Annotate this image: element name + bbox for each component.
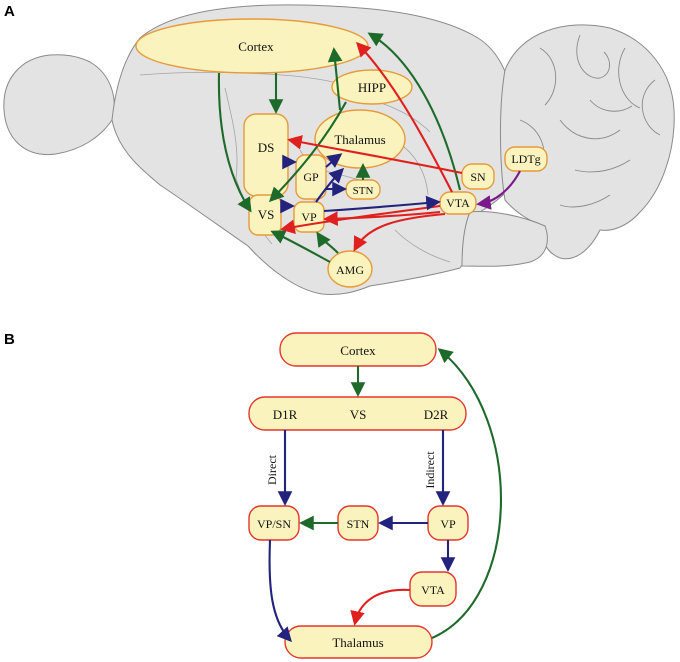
node-a-stn: STN: [345, 179, 381, 200]
arrow-a-hipp-vs: [268, 101, 347, 203]
node-a-stn-label: STN: [353, 185, 374, 197]
brainstem: [461, 211, 548, 267]
node-a-ldtg: LDTg: [504, 146, 548, 172]
node-a-thalamus-label: Thalamus: [334, 132, 385, 147]
edge-label-indirect: Indirect: [423, 451, 437, 489]
panel-b-letter: B: [4, 331, 15, 348]
arrow-a-vp-thalamus: [315, 167, 345, 203]
arrow-a-amg-vs: [270, 230, 331, 263]
node-a-vs: VS: [248, 194, 282, 236]
node-a-vp-label: VP: [301, 210, 317, 224]
node-a-amg-label: AMG: [336, 263, 364, 277]
arrow-a-vta-vp: [323, 210, 441, 227]
node-a-cortex: Cortex: [135, 18, 369, 74]
node-a-gp-label: GP: [303, 170, 319, 184]
node-b-vs: D1R VS D2R: [248, 396, 467, 431]
node-a-hipp-label: HIPP: [358, 80, 386, 95]
node-a-vp: VP: [293, 201, 325, 233]
panel-a-nodes: Cortex HIPP Thalamus DS GP STN VS VP: [135, 18, 548, 288]
panel-a-arrows: [217, 32, 521, 263]
node-a-vta-label: VTA: [446, 196, 470, 210]
node-a-gp: GP: [295, 154, 327, 200]
edge-label-direct: Direct: [265, 454, 279, 485]
arrow-a-sn-ds: [287, 135, 463, 175]
node-a-amg: AMG: [327, 250, 373, 288]
arrow-a-ldtg-vta: [476, 170, 521, 210]
node-a-vs-label: VS: [258, 207, 275, 222]
node-b-stn-label: STN: [347, 517, 370, 531]
node-a-ds: DS: [243, 113, 289, 197]
node-b-d1r-label: D1R: [273, 407, 298, 422]
arrow-a-vp-vta: [323, 195, 441, 213]
node-b-d2r-label: D2R: [424, 407, 449, 422]
cerebellar-folia: [519, 34, 661, 208]
node-b-vpsn: VP/SN: [248, 505, 300, 541]
arrow-a-thalamus-cortex: [327, 47, 343, 111]
panel-a-letter: A: [4, 3, 15, 20]
node-b-vta: VTA: [409, 571, 457, 607]
node-b-vta-label: VTA: [421, 583, 445, 597]
node-a-cortex-label: Cortex: [238, 39, 274, 54]
node-a-hipp: HIPP: [331, 69, 413, 105]
node-a-ldtg-label: LDTg: [511, 152, 540, 166]
olfactory-bulb: [3, 54, 115, 156]
node-a-ds-label: DS: [258, 140, 275, 155]
node-b-vp: VP: [427, 505, 469, 541]
panel-b-nodes: Cortex D1R VS D2R VP/SN STN VP VTA Thala…: [248, 332, 469, 659]
panel-b-arrows: [268, 348, 502, 643]
arrow-b-vta-thalamus: [350, 588, 411, 626]
node-b-vs-label: VS: [350, 407, 367, 422]
node-a-sn-label: SN: [470, 170, 486, 184]
arrow-a-cortex-vs: [217, 72, 252, 213]
node-b-vp-label: VP: [440, 517, 456, 531]
arrow-a-gp-thalamus: [325, 153, 343, 168]
arrow-a-amg-vp: [316, 231, 339, 254]
arrow-b-vpsn-thalamus: [268, 539, 292, 643]
node-a-vta: VTA: [439, 191, 477, 215]
node-b-cortex-label: Cortex: [340, 343, 376, 358]
arrow-a-vta-cortex-red: [355, 41, 453, 193]
node-b-vpsn-label: VP/SN: [257, 517, 291, 531]
arrow-b-thalamus-cortex: [431, 348, 502, 639]
arrow-a-vta-amg: [353, 212, 446, 252]
node-b-stn: STN: [337, 505, 379, 541]
node-b-thalamus-label: Thalamus: [332, 635, 383, 650]
node-a-sn: SN: [461, 163, 495, 190]
node-b-thalamus: Thalamus: [284, 625, 433, 659]
cerebellum: [500, 24, 675, 260]
node-b-cortex: Cortex: [279, 332, 437, 367]
arrow-a-vta-cortex: [367, 32, 462, 191]
